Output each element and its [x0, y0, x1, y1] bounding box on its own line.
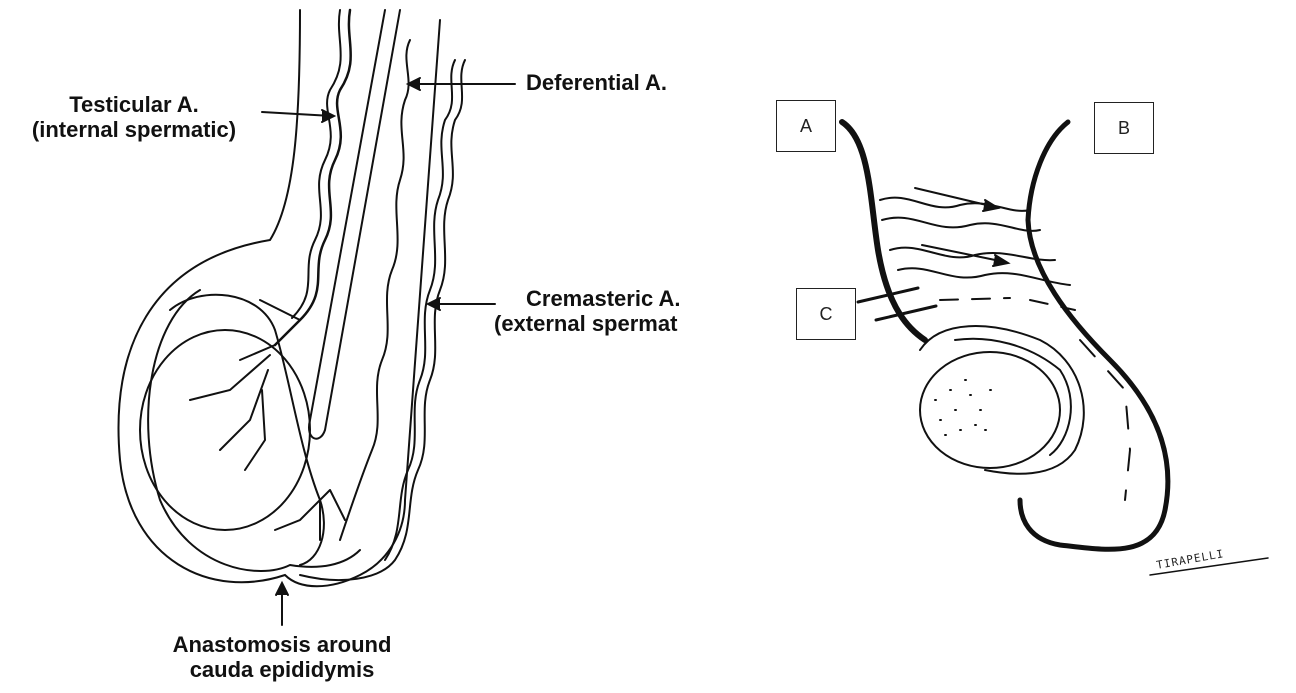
testicular-label-line2: (internal spermatic): [8, 117, 260, 142]
cord-vessel-3: [890, 248, 1055, 261]
testis-stipple: [935, 380, 991, 435]
deferential-artery-label: Deferential A.: [526, 70, 667, 95]
testicular-artery-label: Testicular A. (internal spermatic): [8, 92, 260, 142]
box-label-c: C: [796, 288, 856, 340]
anastomosis-label-line1: Anastomosis around: [140, 632, 424, 657]
cremasteric-label-line2: (external spermat: [494, 311, 716, 336]
anastomosis-label-line2: cauda epididymis: [140, 657, 424, 682]
vas-deferens: [309, 10, 400, 439]
testis-body: [140, 330, 310, 530]
right-epididymis-inner: [955, 339, 1071, 455]
cremasteric-artery-label: Cremasteric A. (external spermat: [494, 286, 716, 336]
testicular-artery: [275, 10, 351, 345]
anastomosis-arrowhead: [276, 583, 288, 595]
right-testis: [920, 352, 1060, 468]
cremasteric-artery-wall: [385, 60, 455, 560]
cremasteric-arrowhead: [428, 298, 440, 310]
box-label-a: A: [776, 100, 836, 152]
cord-right-wall: [1020, 122, 1168, 549]
dashed-vessel-a: [940, 298, 1075, 310]
cord-vessel-1: [880, 198, 1030, 211]
cremasteric-artery: [300, 60, 465, 580]
testicular-label-line1: Testicular A.: [8, 92, 260, 117]
flow-arrowhead-1: [983, 200, 998, 211]
flow-arrowhead-2: [993, 255, 1008, 266]
dashed-vessel-b: [1080, 340, 1130, 500]
anastomosis-label: Anastomosis around cauda epididymis: [140, 632, 424, 682]
box-label-b: B: [1094, 102, 1154, 154]
cord-vessel-2: [882, 218, 1040, 231]
deferential-arrowhead: [408, 78, 420, 90]
cremasteric-label-line1: Cremasteric A.: [494, 286, 716, 311]
inner-tunica: [148, 290, 360, 571]
epididymis: [170, 295, 324, 565]
